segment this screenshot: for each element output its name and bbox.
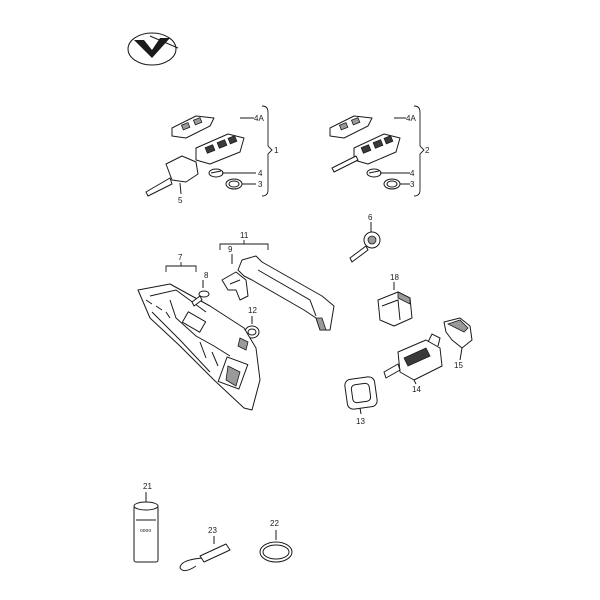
- label-9: 9: [228, 245, 233, 254]
- label-3-left: 3: [258, 180, 263, 189]
- label-15: 15: [454, 361, 463, 370]
- clip-part-9: [221, 254, 249, 301]
- label-4A-right: 4A: [406, 114, 416, 123]
- label-6: 6: [368, 213, 373, 222]
- key-set-2: [329, 105, 425, 197]
- key-part-6: [349, 222, 381, 263]
- remote-key-part: [195, 133, 245, 165]
- label-12: 12: [248, 306, 257, 315]
- door-handle-part: [237, 255, 335, 331]
- handle-carrier-part: [137, 283, 261, 411]
- key-blank-part: [145, 155, 199, 197]
- label-5: 5: [178, 196, 183, 205]
- label-3-right: 3: [410, 180, 415, 189]
- label-7: 7: [178, 253, 183, 262]
- o-ring-part-22: [259, 530, 293, 563]
- label-2: 2: [425, 146, 430, 155]
- screw-part-8: [191, 280, 210, 307]
- label-23: 23: [208, 526, 217, 535]
- tag-part-23: [179, 536, 231, 572]
- cap-part-18: [377, 282, 413, 327]
- label-4-left: 4: [258, 169, 263, 178]
- label-14: 14: [412, 385, 421, 394]
- tube-part-21: oooo: [133, 492, 159, 563]
- key-set-1: [145, 105, 273, 197]
- brand-logo: [127, 32, 179, 66]
- gasket-part-13: [344, 376, 378, 415]
- label-4-right: 4: [410, 169, 415, 178]
- label-18: 18: [390, 273, 399, 282]
- label-1: 1: [274, 146, 279, 155]
- remote-flip-key-part: [331, 133, 401, 173]
- label-22: 22: [270, 519, 279, 528]
- label-4A-left: 4A: [254, 114, 264, 123]
- svg-text:oooo: oooo: [140, 528, 151, 534]
- label-21: 21: [143, 482, 152, 491]
- cover-part-15: [443, 317, 473, 361]
- lock-cylinder-part-14: [383, 333, 443, 385]
- remote-cover-part-2: [329, 115, 373, 139]
- label-8: 8: [204, 271, 209, 280]
- remote-cover-part: [171, 115, 215, 139]
- label-13: 13: [356, 417, 365, 426]
- label-11: 11: [240, 231, 249, 240]
